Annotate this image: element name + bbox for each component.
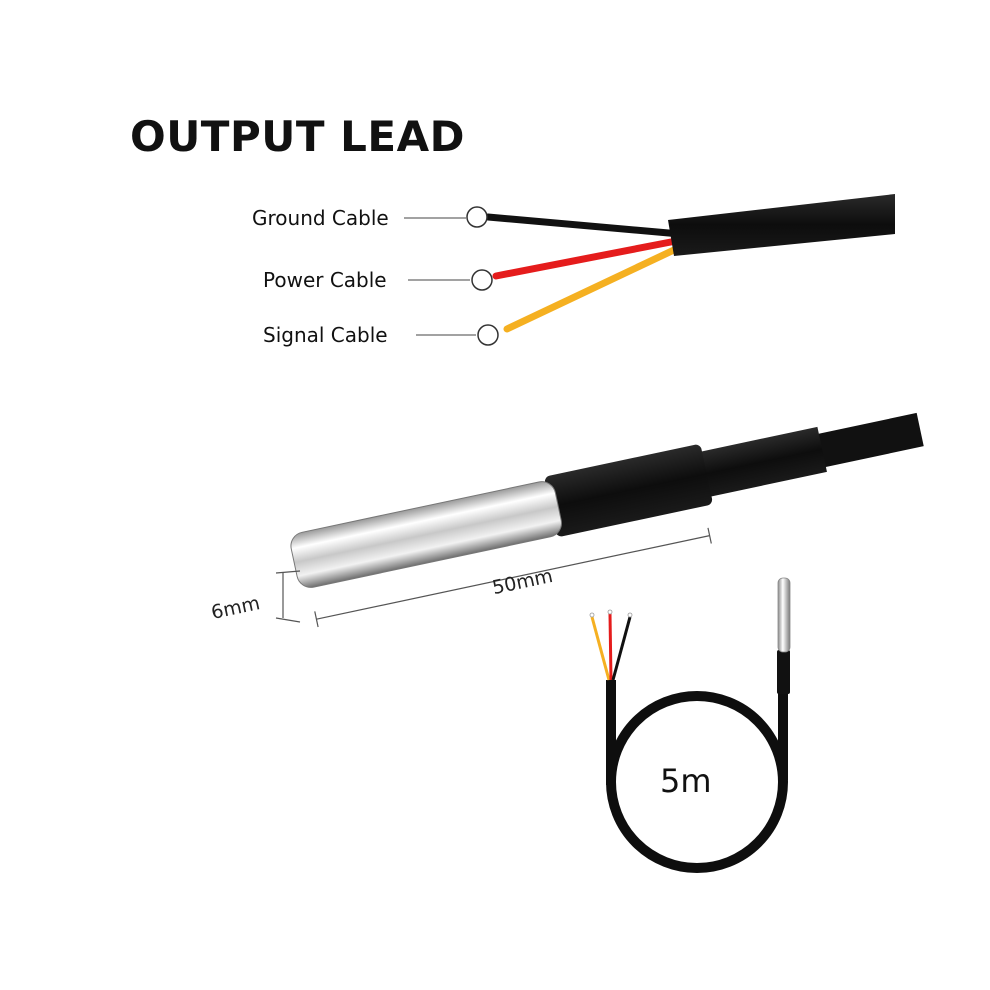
probe-cable xyxy=(799,412,924,472)
page-title: OUTPUT LEAD xyxy=(130,112,465,161)
cable-length-label: 5m xyxy=(660,762,712,800)
ground-terminal-icon xyxy=(466,206,488,228)
mini-signal-wire xyxy=(590,616,611,681)
probe-assembly xyxy=(290,412,924,628)
heat-shrink-sleeve xyxy=(544,444,713,537)
stainless-probe xyxy=(290,481,562,588)
mini-power-wire xyxy=(608,613,613,681)
signal-terminal-icon xyxy=(477,324,499,346)
mini-probe xyxy=(777,577,791,653)
mini-ground-wire xyxy=(611,616,632,681)
length-dimension-line xyxy=(316,535,710,620)
signal-cable-label: Signal Cable xyxy=(263,323,388,347)
leader-lines xyxy=(404,217,476,336)
jacket-cable-top xyxy=(668,194,895,256)
heat-shrink-rear xyxy=(680,426,827,501)
power-wire xyxy=(492,237,680,280)
power-terminal-icon xyxy=(471,269,493,291)
mini-heat-shrink xyxy=(777,650,790,694)
ground-wire xyxy=(484,213,684,238)
diameter-dimension-line xyxy=(275,570,301,623)
signal-wire xyxy=(503,245,680,333)
power-cable-label: Power Cable xyxy=(263,268,387,292)
coiled-cable xyxy=(589,577,791,873)
ground-cable-label: Ground Cable xyxy=(252,206,389,230)
